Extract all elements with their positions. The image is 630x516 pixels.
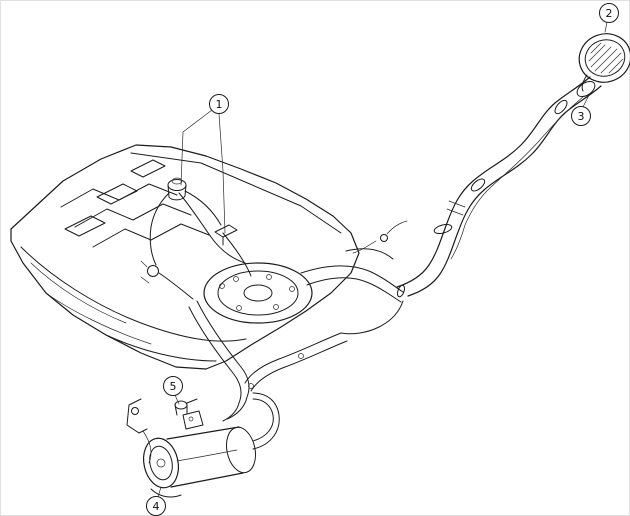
fuel-filler-neck	[396, 76, 602, 297]
callout-3-label: 3	[578, 110, 585, 123]
callout-2-marker: 2	[599, 3, 619, 23]
tank-side-valve	[140, 260, 194, 300]
fuel-tank	[10, 144, 360, 370]
callout-1-label: 1	[216, 98, 223, 111]
callout-5-label: 5	[170, 380, 177, 393]
callout-2-label: 2	[606, 7, 613, 20]
callout-1-marker: 1	[209, 94, 229, 114]
canister-assembly	[126, 392, 280, 498]
callout-4-marker: 4	[146, 496, 166, 516]
callout-3-marker: 3	[571, 106, 591, 126]
fuel-filler-cap	[576, 33, 630, 98]
callout-4-label: 4	[153, 500, 160, 513]
callout-5-marker: 5	[163, 376, 183, 396]
fuel-hoses	[188, 220, 408, 422]
callouts: 1 2 3 4 5	[146, 3, 619, 516]
fuel-pump-sender-components	[149, 177, 252, 277]
fuel-pump-ring	[203, 262, 313, 324]
